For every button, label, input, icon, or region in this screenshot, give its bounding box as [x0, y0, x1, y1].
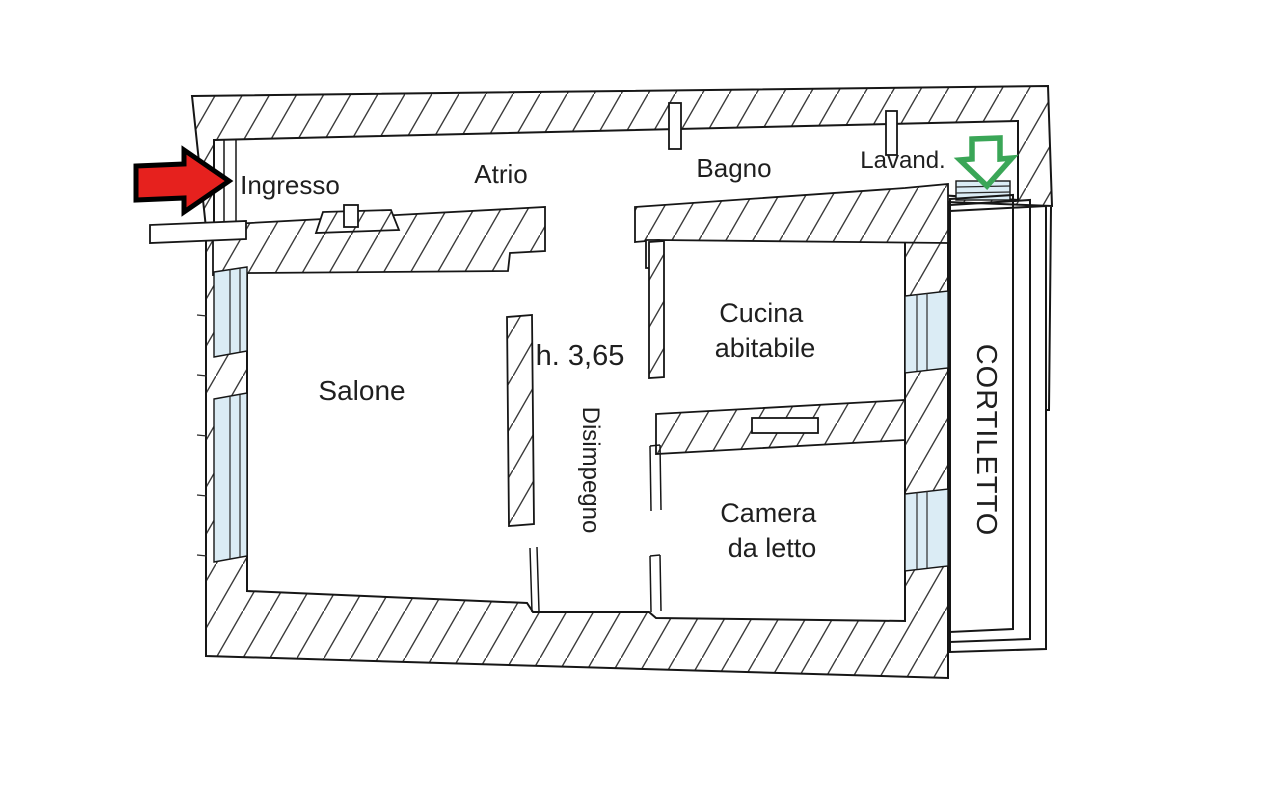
camera-label-line2: da letto: [728, 533, 817, 563]
cortiletto-steps: [949, 193, 1052, 654]
slit-atrio-bagno: [668, 102, 682, 150]
cortiletto-step-inner: [949, 193, 1014, 634]
thin-partitions: [529, 444, 662, 613]
cucina-label: Cucina abitabile: [715, 298, 816, 363]
camera-label: Camera da letto: [720, 498, 824, 563]
room-labels: Ingresso Atrio Bagno Lavand. Salone h. 3…: [240, 147, 1002, 563]
atrio-label: Atrio: [474, 159, 527, 189]
cucina-label-line2: abitabile: [715, 333, 816, 363]
windows: [213, 180, 1011, 572]
bagno-label: Bagno: [696, 153, 771, 183]
cortiletto-edge-detail: [1046, 206, 1052, 411]
entrance-arrow: [133, 145, 234, 217]
courtyard-arrow: [953, 135, 1019, 190]
interior-walls: [212, 183, 949, 527]
slit-bagno-lavand: [885, 110, 898, 156]
wall-disimpegno-cucina: [648, 240, 665, 379]
cortiletto-label: CORTILETTO: [970, 344, 1002, 537]
sill-ticks: [196, 314, 208, 557]
wall-salone-disimpegno: [506, 314, 535, 527]
disimpegno-label: Disimpegno: [577, 407, 604, 534]
cucina-label-line1: Cucina: [719, 298, 804, 328]
lavanderia-label: Lavand.: [860, 147, 945, 174]
salone-label: Salone: [318, 375, 405, 406]
ingresso-label: Ingresso: [240, 170, 340, 200]
wall-bagno-cucina: [634, 183, 949, 244]
entrance-ledge: [149, 220, 247, 244]
ceiling-height-note: h. 3,65: [536, 340, 625, 372]
camera-label-line1: Camera: [720, 498, 817, 528]
wall-bump-stub: [343, 204, 359, 228]
door-sill-camera: [751, 417, 819, 434]
top-wall-door-slits: [668, 102, 898, 156]
